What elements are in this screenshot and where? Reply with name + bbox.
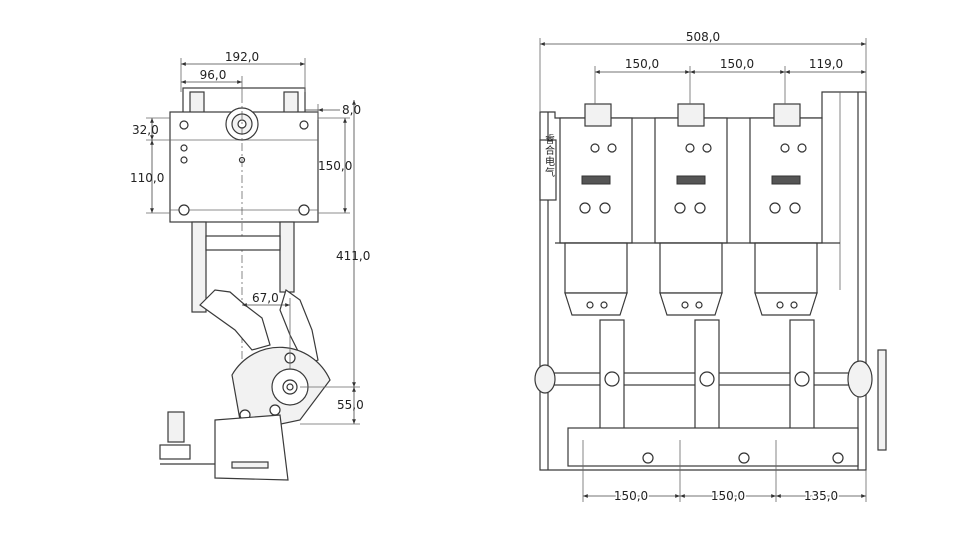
link-arm-left: [191, 221, 207, 313]
pole-1: [559, 103, 633, 316]
plate-bolt: [178, 204, 190, 216]
dim-offset-right: 8,0: [342, 103, 361, 117]
dim-cam-offset: 67,0: [252, 291, 279, 305]
dim-height-total: 411,0: [336, 249, 370, 263]
dim-height-plate: 150,0: [318, 159, 352, 173]
brand-label: 睿合电气: [543, 133, 555, 178]
cross-bar: [205, 235, 281, 251]
handle-pin: [167, 411, 185, 443]
dim-top-pitch-2: 150,0: [720, 57, 754, 71]
pole-2: [654, 103, 728, 316]
front-view: 睿合电气 508,0 150,: [534, 30, 887, 505]
dim-top-pitch-1: 150,0: [625, 57, 659, 71]
dim-width-half: 96,0: [200, 68, 227, 82]
dim-height-inner: 110,0: [130, 171, 164, 185]
plate-bolt: [298, 204, 310, 216]
dim-bottom-offset: 55,0: [337, 398, 364, 412]
linkage-lever: [199, 289, 271, 351]
pole-3: [749, 103, 823, 316]
dim-bottom-end: 135,0: [804, 489, 838, 503]
dim-bottom-pitch-2: 150,0: [711, 489, 745, 503]
base-rail: [567, 427, 859, 467]
dim-offset-top: 32,0: [132, 123, 159, 137]
handle-wheel: [877, 349, 887, 451]
dim-width-total: 508,0: [686, 30, 720, 44]
dim-top-end: 119,0: [809, 57, 843, 71]
link-arm-right: [279, 221, 295, 293]
dim-bottom-pitch-1: 150,0: [614, 489, 648, 503]
side-view: 192,0 96,0 8,0 32,0 110,0 150,0 411,0 67…: [130, 50, 370, 481]
base-bracket: [214, 414, 289, 481]
plate-bolt: [299, 120, 309, 130]
plate-bolt: [179, 120, 189, 130]
dim-width-total: 192,0: [225, 50, 259, 64]
